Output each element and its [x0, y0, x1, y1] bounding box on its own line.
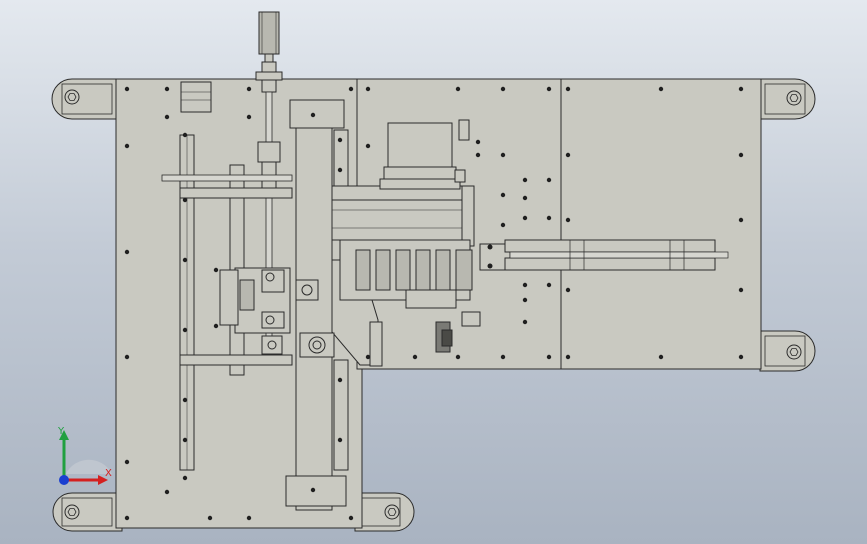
foot-middle-right [759, 330, 816, 372]
frame-bar-lower [179, 354, 293, 366]
left-linear-rail [179, 134, 195, 471]
gripper-housing [379, 119, 470, 190]
gripper-mechanism [339, 239, 481, 353]
feeding-arm [479, 239, 729, 271]
foot-nut-icon [384, 504, 400, 520]
vertical-carriage [285, 99, 349, 511]
coordinate-triad: X Y [57, 426, 112, 485]
foot-top-right [759, 78, 816, 120]
mounting-holes [124, 86, 744, 521]
frame-bar-upper [179, 187, 293, 199]
foot-nut-icon [64, 504, 80, 520]
bracket-block [180, 81, 212, 113]
guide-shaft [161, 174, 293, 182]
x-axis-label: X [105, 468, 112, 479]
slider-carriage [219, 267, 291, 334]
foot-nut-icon [786, 90, 802, 106]
z-axis-dot [59, 475, 69, 485]
foot-nut-icon [64, 89, 80, 105]
horizontal-slide-module [331, 185, 475, 247]
foot-nut-icon [786, 344, 802, 360]
foot-top-left [51, 78, 123, 120]
foot-bottom-right [354, 492, 415, 532]
connector-block [261, 279, 335, 358]
stepper-motor [255, 11, 283, 93]
y-axis-label: Y [57, 426, 65, 437]
foot-bottom-left [52, 492, 123, 532]
